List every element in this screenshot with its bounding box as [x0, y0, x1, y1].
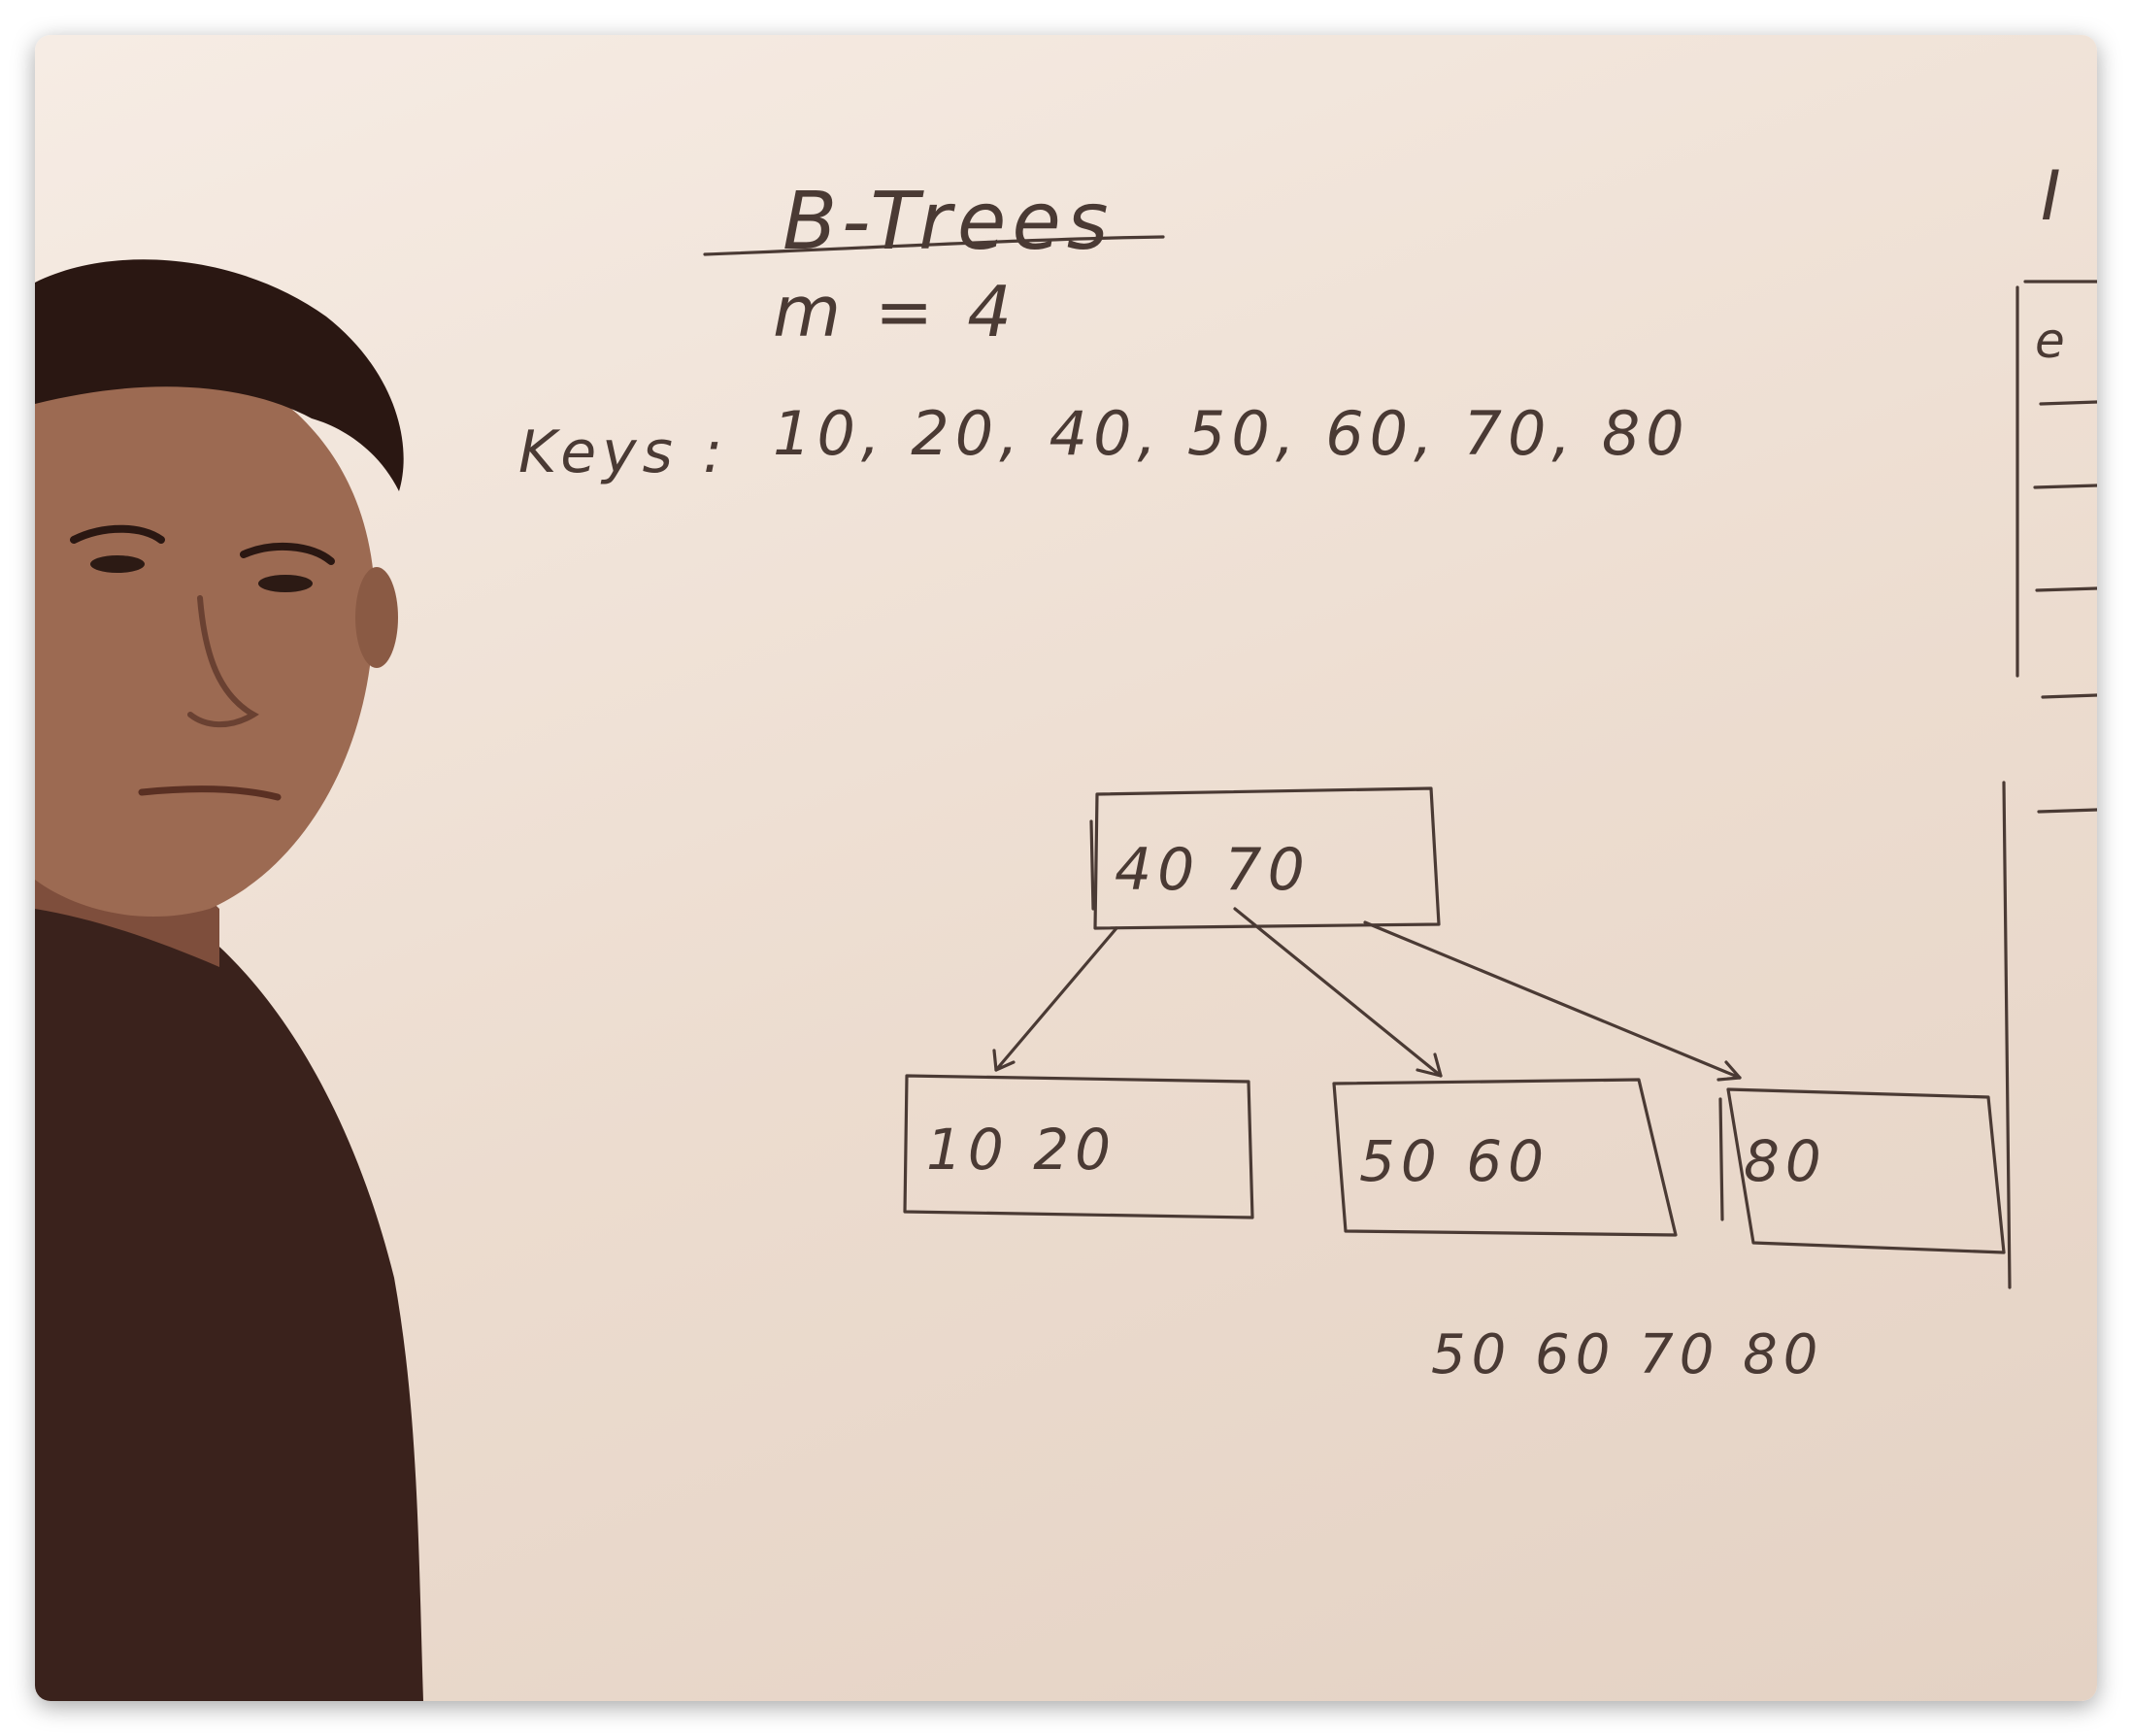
keys-list: 10, 20, 40, 50, 60, 70, 80 — [773, 398, 1690, 469]
child-node-3-box — [1726, 1087, 2006, 1254]
board-title: B-Trees — [783, 176, 1115, 268]
presenter-ear — [355, 567, 398, 668]
presenter-shirt — [35, 889, 423, 1701]
presenter-nose — [187, 595, 259, 728]
tree-edges — [992, 907, 1742, 1082]
root-node-keys: 40 70 — [1115, 836, 1311, 904]
edge-fragment-top: I — [2041, 156, 2067, 236]
presenter — [35, 259, 423, 1701]
presenter-brows — [70, 524, 335, 565]
presenter-eye-right — [258, 575, 313, 592]
root-node-left-bar — [1089, 819, 1095, 911]
child-node-1-box — [903, 1074, 1254, 1219]
edge-middle — [1233, 907, 1443, 1078]
edge-right — [1363, 920, 1742, 1080]
root-node-box — [1093, 786, 1441, 930]
video-frame: B-Trees m = 4 Keys : 10, 20, 40, 50, 60,… — [35, 35, 2097, 1701]
presenter-eye-left — [90, 555, 145, 573]
title-underline — [703, 235, 1165, 256]
child-node-3-keys: 80 — [1744, 1128, 1827, 1194]
child-node-3-left-bar — [1718, 1097, 1724, 1221]
presenter-mouth — [138, 785, 282, 801]
side-note: 50 60 70 80 — [1431, 1323, 1823, 1386]
presenter-hair — [35, 259, 404, 491]
edge-fragment-mid: e — [2035, 313, 2071, 369]
child-node-2-box — [1332, 1078, 1678, 1237]
child-node-2-keys: 50 60 — [1359, 1128, 1549, 1194]
order-label: m = 4 — [773, 271, 1017, 352]
partial-table: I e — [2002, 156, 2097, 1289]
keys-label: Keys : — [518, 418, 728, 486]
whiteboard: B-Trees m = 4 Keys : 10, 20, 40, 50, 60,… — [35, 156, 2097, 1701]
child-node-1-keys: 10 20 — [926, 1117, 1116, 1183]
edge-left — [994, 926, 1118, 1072]
